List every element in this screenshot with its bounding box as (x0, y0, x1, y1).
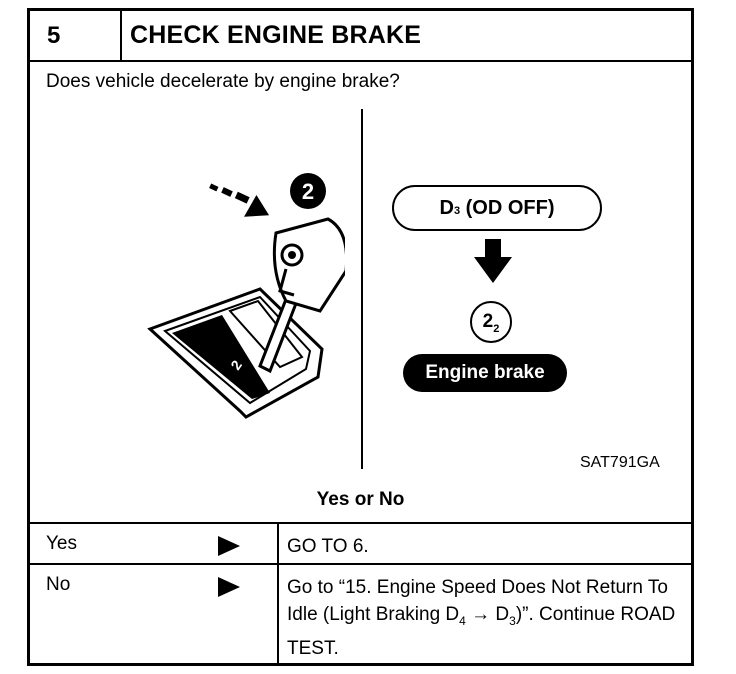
decision-row-yes[interactable]: Yes GO TO 6. (30, 522, 691, 563)
action-text[interactable]: Go to “15. Engine Speed Does Not Return … (287, 577, 676, 659)
circle-main: 2 (482, 311, 494, 332)
action-text[interactable]: GO TO 6. (287, 536, 369, 557)
push-arrow-icon (209, 183, 270, 217)
step-title: CHECK ENGINE BRAKE (130, 21, 422, 49)
decision-heading: Yes or No (316, 489, 405, 510)
arrow-down-icon (474, 239, 512, 283)
od-pill-rest: (OD OFF) (460, 197, 555, 219)
step-header: 5 CHECK ENGINE BRAKE (30, 11, 691, 62)
od-off-position-pill: D3 (OD OFF) (392, 185, 602, 231)
lever-knob (272, 217, 345, 313)
od-pill-sub: 3 (453, 205, 461, 217)
play-arrow-icon (218, 536, 240, 556)
diagnostic-question: Does vehicle decelerate by engine brake? (46, 71, 400, 92)
step-badge-label: 2 (302, 179, 314, 204)
step-number: 5 (30, 11, 122, 60)
engine-brake-pill: Engine brake (403, 354, 567, 392)
answer-label: Yes (46, 533, 77, 554)
second-gear-circle: 22 (470, 301, 512, 343)
figure-code: SAT791GA (580, 454, 660, 471)
play-arrow-icon (218, 577, 240, 597)
column-divider (277, 524, 279, 563)
shift-lever-illustration: 2 2 (147, 173, 345, 419)
procedure-sheet: 5 CHECK ENGINE BRAKE Does vehicle decele… (27, 8, 694, 666)
decision-row-no[interactable]: No Go to “15. Engine Speed Does Not Retu… (30, 563, 691, 663)
column-divider (277, 565, 279, 663)
step-badge-icon (290, 173, 326, 209)
circle-sub: 2 (493, 322, 500, 335)
shift-gate-plate (147, 287, 324, 419)
answer-label: No (46, 574, 71, 595)
od-pill-main: D (439, 197, 454, 219)
illustration-divider (361, 109, 363, 469)
